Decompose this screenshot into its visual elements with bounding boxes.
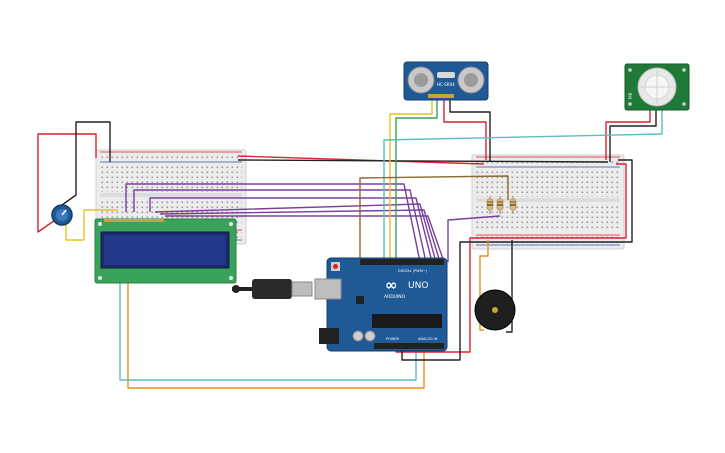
wire-us-green[interactable] bbox=[395, 100, 438, 262]
wire-buzzer-orange[interactable] bbox=[479, 240, 489, 331]
piezo-buzzer[interactable] bbox=[474, 289, 516, 331]
ultrasonic-label: HC-SR04 bbox=[437, 82, 455, 87]
potentiometer[interactable] bbox=[51, 204, 73, 226]
resistor-1[interactable] bbox=[486, 196, 494, 214]
wire-us-black[interactable] bbox=[449, 100, 491, 162]
wire-rail-black-bridge[interactable] bbox=[237, 159, 609, 163]
arduino-model: UNO bbox=[408, 281, 428, 291]
ultrasonic-sensor[interactable]: HC-SR04 bbox=[403, 61, 489, 101]
wire-lcd-d4[interactable] bbox=[149, 197, 433, 263]
wire-us-yellow[interactable] bbox=[389, 100, 433, 262]
arduino-logo: ∞ bbox=[385, 276, 398, 294]
arduino-power-label: POWER bbox=[386, 337, 400, 341]
wire-lcd-orange[interactable] bbox=[127, 220, 425, 389]
wire-buzzer-black[interactable] bbox=[506, 240, 513, 333]
wire-pir-black[interactable] bbox=[609, 110, 657, 162]
arduino-brand: ARDUINO bbox=[384, 294, 406, 300]
wire-lcd-rs[interactable] bbox=[125, 183, 421, 263]
arduino-digital-label: DIGITAL (PWM~) bbox=[398, 269, 428, 273]
resistor-2[interactable] bbox=[496, 196, 504, 214]
wire-lcd-d6[interactable] bbox=[159, 209, 441, 263]
wire-pot-yellow[interactable] bbox=[65, 209, 118, 241]
wire-lcd-teal[interactable] bbox=[119, 282, 417, 381]
wire-pot-black[interactable] bbox=[61, 121, 111, 206]
wire-pot-red[interactable] bbox=[37, 133, 97, 233]
usb-cable[interactable] bbox=[232, 279, 313, 299]
wires bbox=[37, 100, 663, 389]
pir-sensor[interactable]: PIR bbox=[624, 63, 690, 111]
wire-rb-black-loop[interactable] bbox=[401, 159, 633, 361]
wire-pir-teal[interactable] bbox=[383, 110, 663, 262]
breadboard-right[interactable] bbox=[471, 154, 625, 250]
wire-pir-red[interactable] bbox=[605, 110, 651, 160]
wire-lcd-d5[interactable] bbox=[154, 203, 437, 263]
wire-rb-red-loop[interactable] bbox=[395, 163, 627, 353]
wire-rb-purple[interactable] bbox=[447, 215, 501, 262]
wire-lcd-en[interactable] bbox=[133, 189, 427, 263]
wire-lcd-d7[interactable] bbox=[165, 215, 445, 263]
arduino-uno[interactable]: ∞ ARDUINO UNO DIGITAL (PWM~) POWER ANALO… bbox=[314, 257, 448, 352]
arduino-analog-label: ANALOG IN bbox=[418, 337, 438, 341]
wire-brown[interactable] bbox=[359, 175, 509, 262]
pir-label: PIR bbox=[628, 92, 633, 99]
lcd-display[interactable] bbox=[94, 218, 237, 284]
resistor-3[interactable] bbox=[509, 196, 517, 214]
wire-us-red[interactable] bbox=[443, 100, 487, 160]
